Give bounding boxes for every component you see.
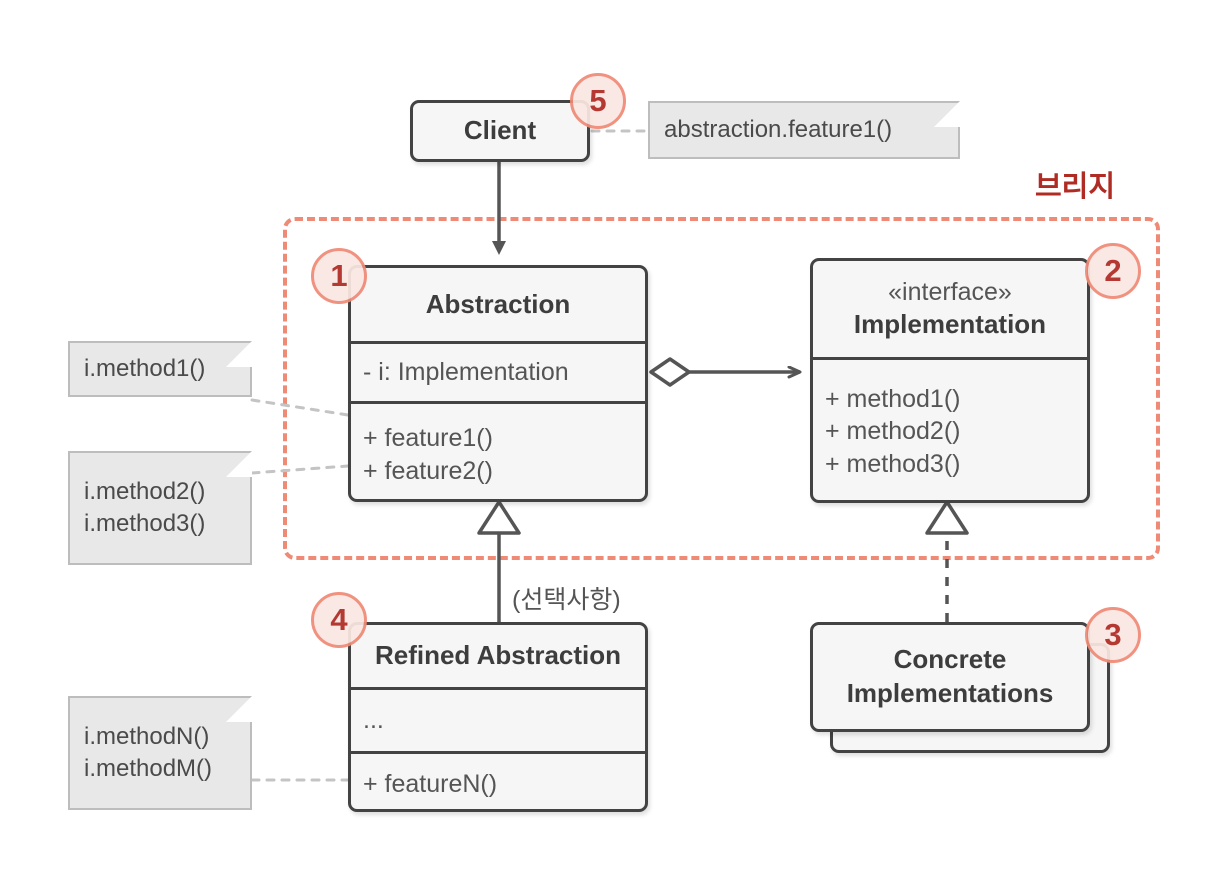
class-box-refined-abstraction[interactable]: Refined Abstraction ... + featureN() <box>348 622 648 812</box>
class-box-implementation[interactable]: «interface» Implementation + method1() +… <box>810 258 1090 503</box>
method-item: + method1() <box>825 384 961 413</box>
method-item: + method3() <box>825 449 961 478</box>
note-feature1-text: i.method1() <box>84 355 206 383</box>
edge-label-optional: (선택사항) <box>512 586 621 614</box>
class-box-client[interactable]: Client <box>410 100 590 162</box>
class-name-implementation: Implementation <box>853 309 1047 340</box>
note-client-call: abstraction.feature1() <box>648 101 960 159</box>
bridge-region-label: 브리지 <box>1035 171 1116 203</box>
note-feature1-body: i.method1() <box>68 341 252 397</box>
method-item: + feature1() <box>363 424 493 452</box>
class-title-refined-abstraction: Refined Abstraction <box>374 640 622 671</box>
class-stereotype-implementation: «interface» <box>888 278 1012 307</box>
badge-1[interactable]: 1 <box>311 248 367 304</box>
class-methods-implementation: + method1() + method2() + method3() <box>813 357 1087 500</box>
badge-3[interactable]: 3 <box>1085 607 1141 663</box>
note-featureN-line2: i.methodM() <box>84 755 213 782</box>
class-methods-refined-abstraction: + featureN() <box>351 751 645 809</box>
note-feature2-body: i.method2() i.method3() <box>68 451 252 565</box>
method-item: + method2() <box>825 417 961 446</box>
note-client-call-text: abstraction.feature1() <box>664 116 893 144</box>
note-feature2-line2: i.method3() <box>84 510 206 537</box>
method-item: + feature2() <box>363 456 493 485</box>
note-featureN-body: i.methodN() i.methodM() <box>68 696 252 810</box>
badge-5[interactable]: 5 <box>570 73 626 129</box>
class-title-client: Client <box>463 115 537 146</box>
class-box-abstraction[interactable]: Abstraction - i: Implementation + featur… <box>348 265 648 502</box>
class-name-line2: Implementations <box>846 678 1054 708</box>
class-title-abstraction: Abstraction <box>425 288 571 319</box>
class-name-line1: Concrete <box>893 644 1007 675</box>
badge-4[interactable]: 4 <box>311 592 367 648</box>
bridge-region-outline <box>283 217 1160 560</box>
field-item: ... <box>363 706 384 735</box>
method-item: + featureN() <box>363 770 498 799</box>
class-methods-abstraction: + feature1() + feature2() <box>351 401 645 499</box>
note-fold-icon <box>226 451 252 477</box>
note-featureN-line1: i.methodN() <box>84 723 210 751</box>
class-title-concrete-implementations: Concrete Implementations <box>813 625 1087 729</box>
note-fold-icon <box>226 696 252 722</box>
class-title-implementation: «interface» Implementation <box>813 261 1087 357</box>
class-box-concrete-implementations[interactable]: Concrete Implementations <box>810 622 1090 732</box>
note-feature2-line1: i.method2() <box>84 478 206 506</box>
badge-2[interactable]: 2 <box>1085 243 1141 299</box>
class-fields-abstraction: - i: Implementation <box>351 341 645 401</box>
class-fields-refined-abstraction: ... <box>351 687 645 751</box>
field-item: - i: Implementation <box>363 358 569 387</box>
